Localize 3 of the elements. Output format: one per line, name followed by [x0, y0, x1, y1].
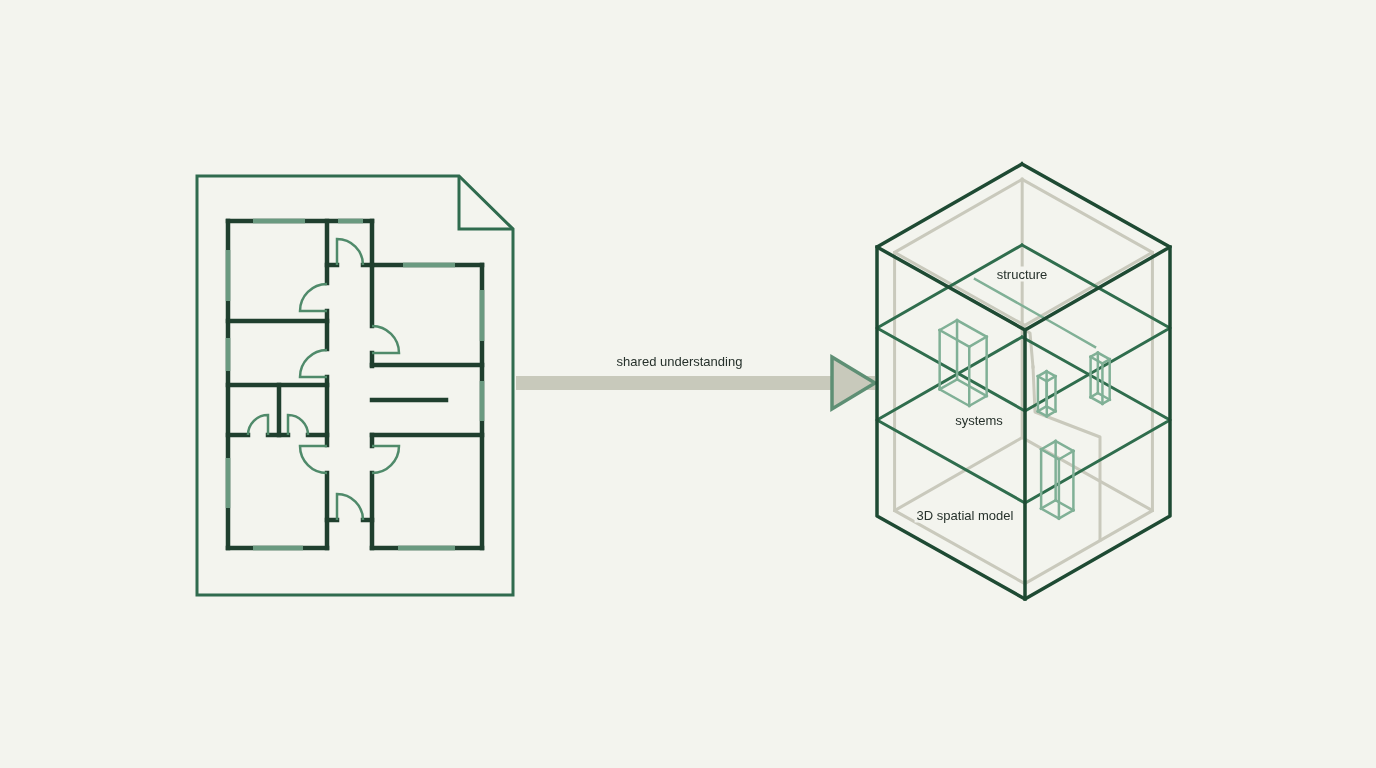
floor-plan-drawing — [194, 173, 516, 598]
layer-label: structure — [994, 266, 1050, 282]
arrow — [516, 355, 877, 411]
